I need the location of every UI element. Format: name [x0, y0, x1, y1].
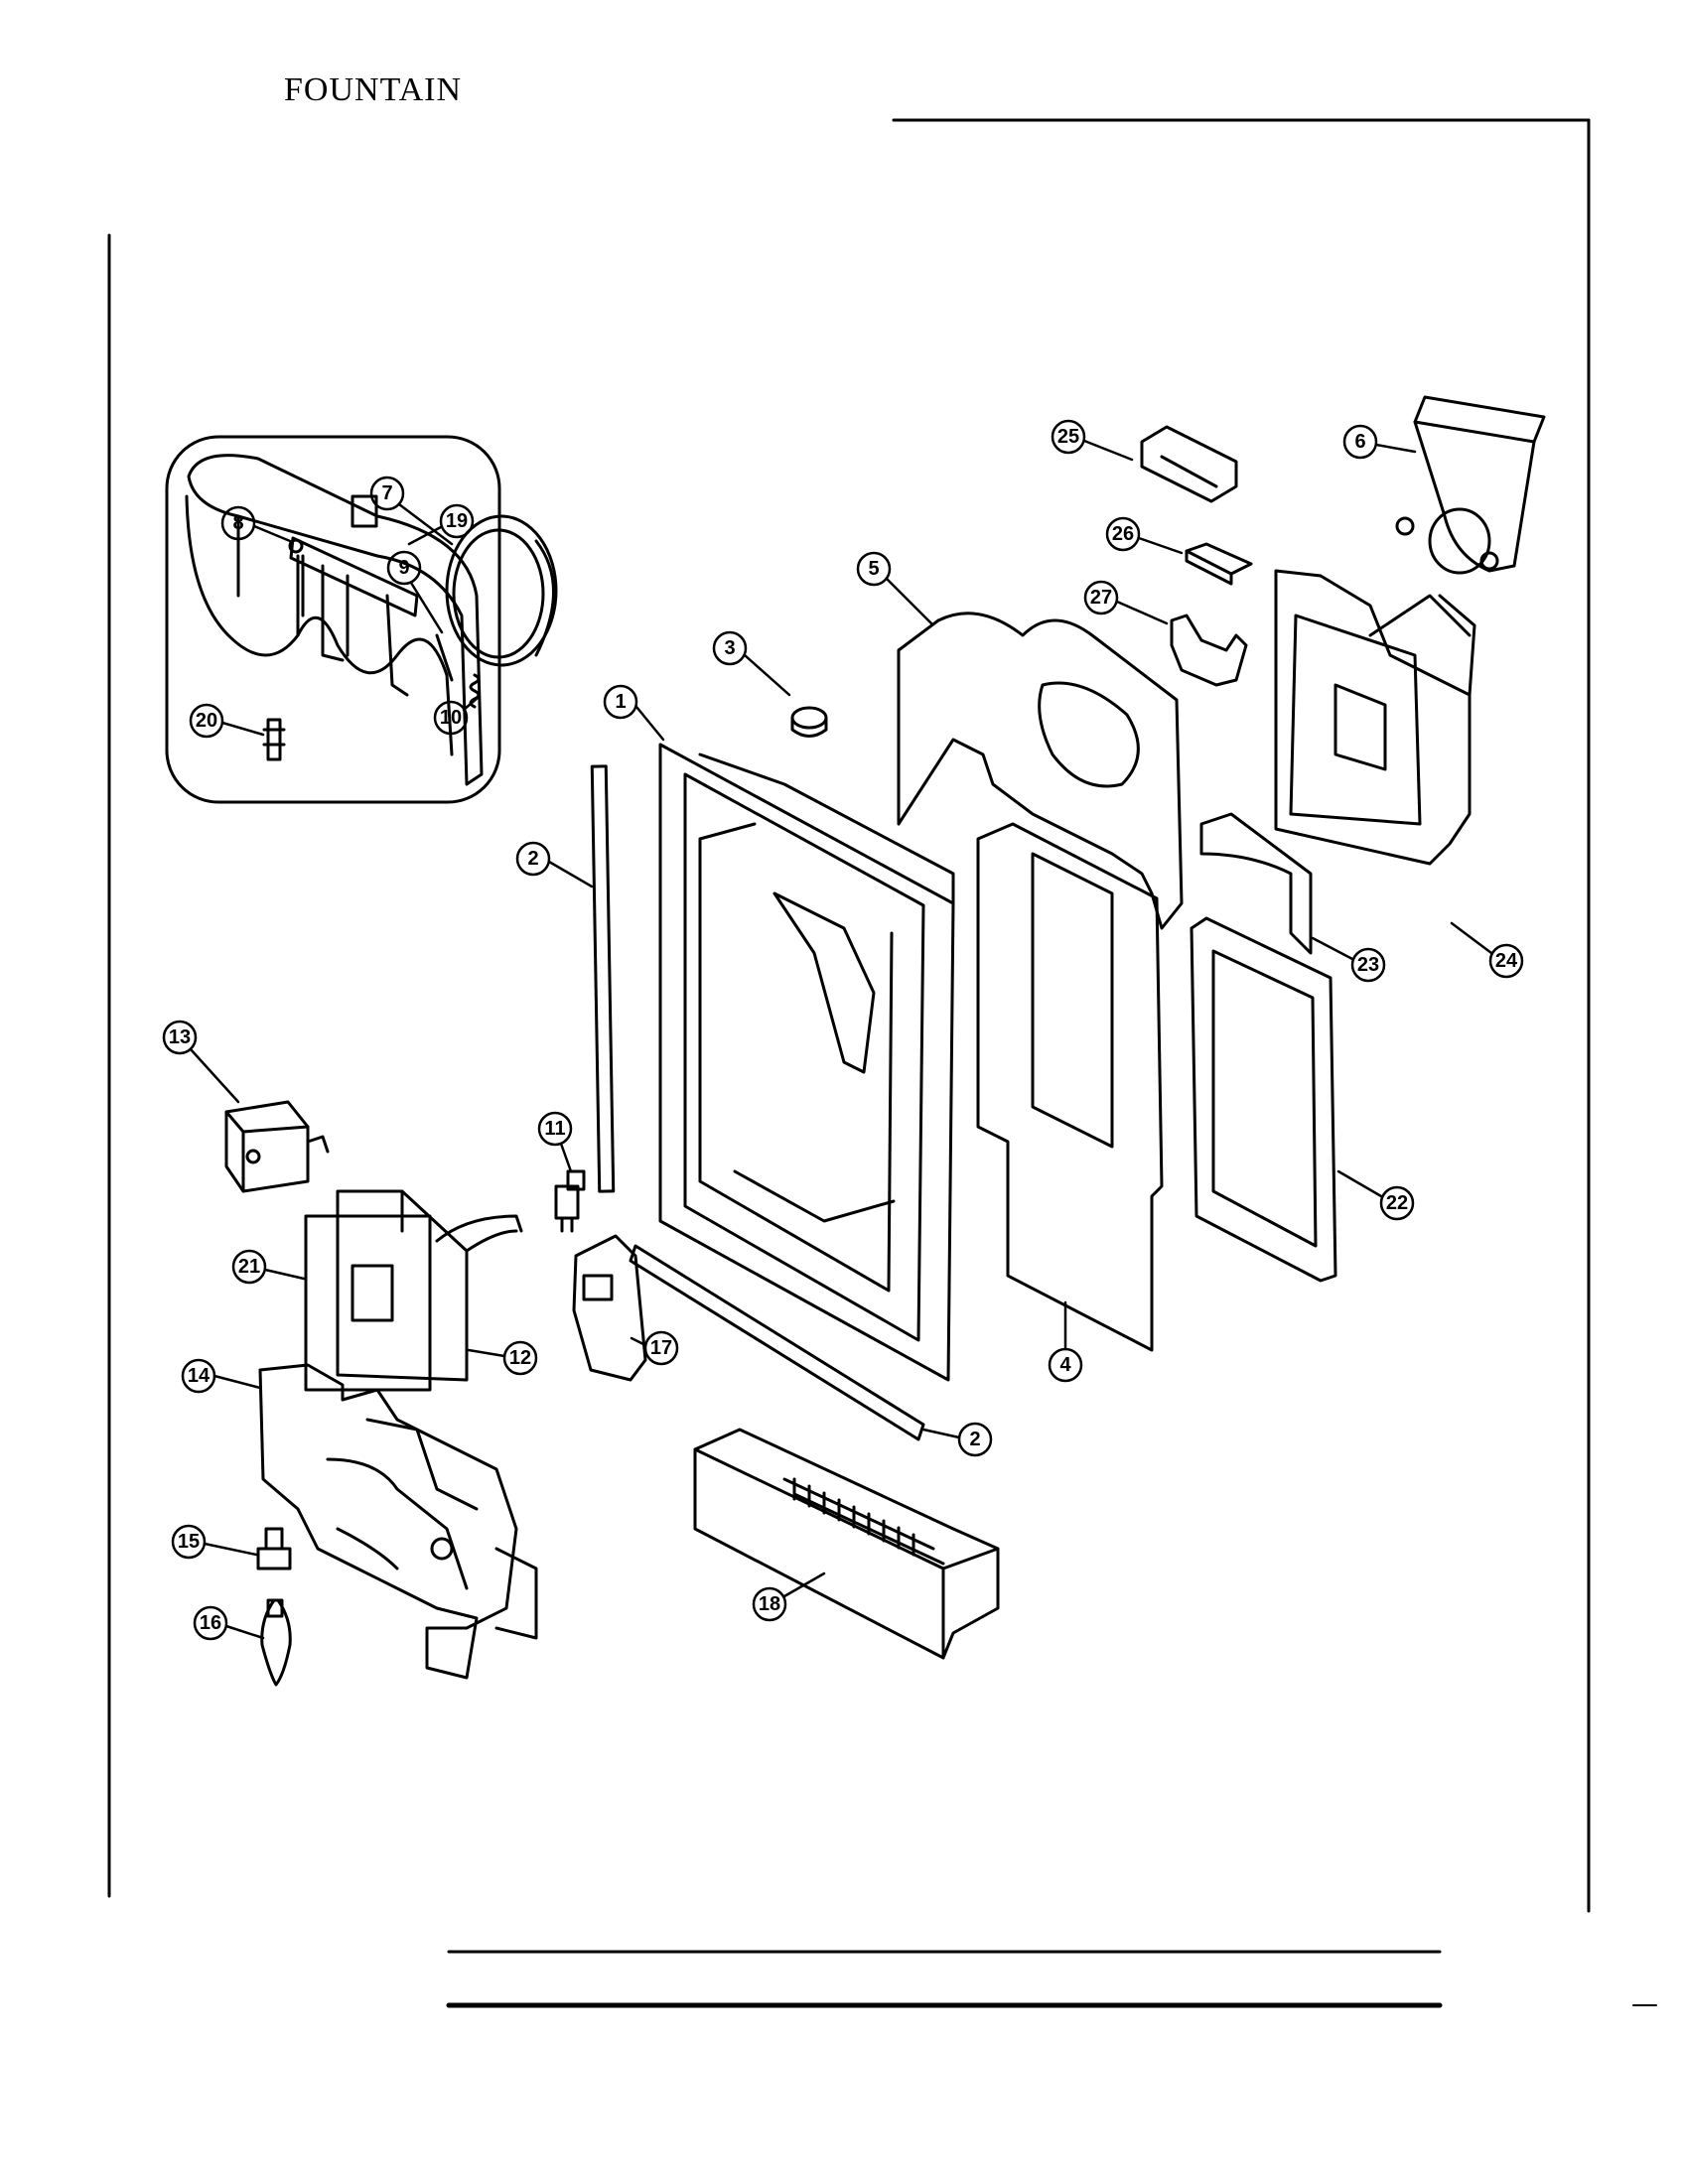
svg-text:15: 15 — [178, 1531, 200, 1553]
callout-24: 24 — [1450, 921, 1524, 979]
lever-8 — [288, 536, 419, 697]
svg-text:3: 3 — [724, 637, 735, 659]
svg-text:11: 11 — [544, 1118, 565, 1140]
svg-text:21: 21 — [238, 1256, 260, 1278]
svg-text:22: 22 — [1386, 1192, 1408, 1214]
page-title: FOUNTAIN — [284, 71, 463, 108]
socket-15 — [256, 1527, 292, 1570]
svg-text:19: 19 — [446, 510, 468, 532]
knob-3 — [790, 706, 828, 738]
spring-10 — [469, 673, 481, 709]
callout-21: 21 — [231, 1249, 306, 1285]
callout-26: 26 — [1105, 516, 1184, 555]
housing-1 — [658, 743, 955, 1382]
svg-text:26: 26 — [1112, 523, 1134, 545]
dispenser-mechanism-14 — [258, 1363, 538, 1680]
svg-text:24: 24 — [1495, 950, 1518, 972]
svg-text:16: 16 — [200, 1612, 221, 1634]
svg-text:27: 27 — [1090, 587, 1112, 609]
gasket-22 — [1190, 916, 1337, 1283]
callout-4: 4 — [1048, 1300, 1083, 1383]
callout-18: 18 — [752, 1571, 826, 1622]
svg-text:7: 7 — [381, 482, 392, 504]
callout-group: 1 2 2 3 4 5 6 7 8 9 10 11 12 13 14 15 16… — [162, 419, 1524, 1641]
foam-5 — [897, 612, 1184, 930]
callout-2-top: 2 — [515, 841, 594, 888]
cover-23 — [1199, 812, 1313, 955]
fitting-20 — [262, 718, 286, 761]
svg-text:18: 18 — [759, 1593, 780, 1615]
callout-12: 12 — [467, 1340, 538, 1376]
callout-15: 15 — [171, 1524, 258, 1560]
pin-9 — [435, 633, 454, 682]
callout-23: 23 — [1311, 936, 1386, 983]
svg-text:1: 1 — [615, 691, 626, 713]
callout-13: 13 — [162, 1020, 240, 1104]
cover-7 — [445, 514, 558, 667]
svg-text:23: 23 — [1357, 954, 1379, 976]
svg-text:20: 20 — [196, 710, 217, 732]
callout-20: 20 — [189, 703, 265, 739]
svg-text:9: 9 — [398, 557, 409, 579]
insulation-panel-4 — [976, 822, 1164, 1352]
paddle-17 — [572, 1234, 647, 1382]
callout-6: 6 — [1342, 424, 1417, 460]
callout-1: 1 — [603, 684, 665, 742]
insulation-panel-4-inner — [1031, 852, 1114, 1149]
callout-8: 8 — [220, 505, 292, 543]
chute-6 — [1395, 395, 1546, 575]
callout-11: 11 — [537, 1111, 573, 1173]
page-frame — [107, 118, 1657, 2008]
control-board-12 — [336, 1189, 523, 1382]
foam-5-cutout — [1038, 681, 1140, 788]
svg-text:6: 6 — [1354, 431, 1365, 453]
callout-16: 16 — [193, 1605, 265, 1641]
callout-5: 5 — [856, 551, 933, 625]
svg-text:14: 14 — [188, 1365, 210, 1387]
clip-25 — [1140, 425, 1238, 503]
callout-10: 10 — [433, 695, 481, 736]
callout-14: 14 — [181, 1358, 262, 1394]
svg-text:13: 13 — [169, 1026, 191, 1048]
svg-text:10: 10 — [440, 707, 462, 729]
svg-text:25: 25 — [1057, 426, 1079, 448]
callout-19: 19 — [407, 503, 475, 546]
svg-text:2: 2 — [969, 1429, 980, 1450]
pad-26 — [1185, 542, 1253, 586]
trim-strip-2-bottom — [629, 1244, 925, 1441]
callout-9: 9 — [386, 550, 444, 634]
callout-17: 17 — [630, 1330, 679, 1366]
callout-27: 27 — [1083, 580, 1169, 625]
svg-text:12: 12 — [509, 1347, 531, 1369]
callout-2-bottom: 2 — [921, 1422, 993, 1457]
callout-25: 25 — [1051, 419, 1134, 462]
svg-text:8: 8 — [232, 512, 243, 534]
callout-3: 3 — [712, 630, 791, 697]
callout-22: 22 — [1336, 1169, 1415, 1221]
switch-11 — [554, 1169, 586, 1233]
evaporator-19 — [187, 454, 484, 786]
facade-24 — [1274, 569, 1476, 866]
bulb-16 — [260, 1598, 292, 1687]
svg-text:5: 5 — [868, 558, 879, 580]
callout-7: 7 — [369, 476, 454, 546]
svg-text:4: 4 — [1059, 1354, 1071, 1376]
svg-text:17: 17 — [650, 1337, 672, 1359]
solenoid-13 — [224, 1100, 330, 1193]
inset-evaporator-box — [165, 435, 501, 804]
touchpad-21 — [304, 1214, 432, 1392]
drip-tray-18 — [693, 1428, 1000, 1660]
svg-text:2: 2 — [527, 848, 538, 870]
trim-strip-2-vertical — [590, 764, 616, 1193]
bracket-27 — [1170, 614, 1248, 687]
